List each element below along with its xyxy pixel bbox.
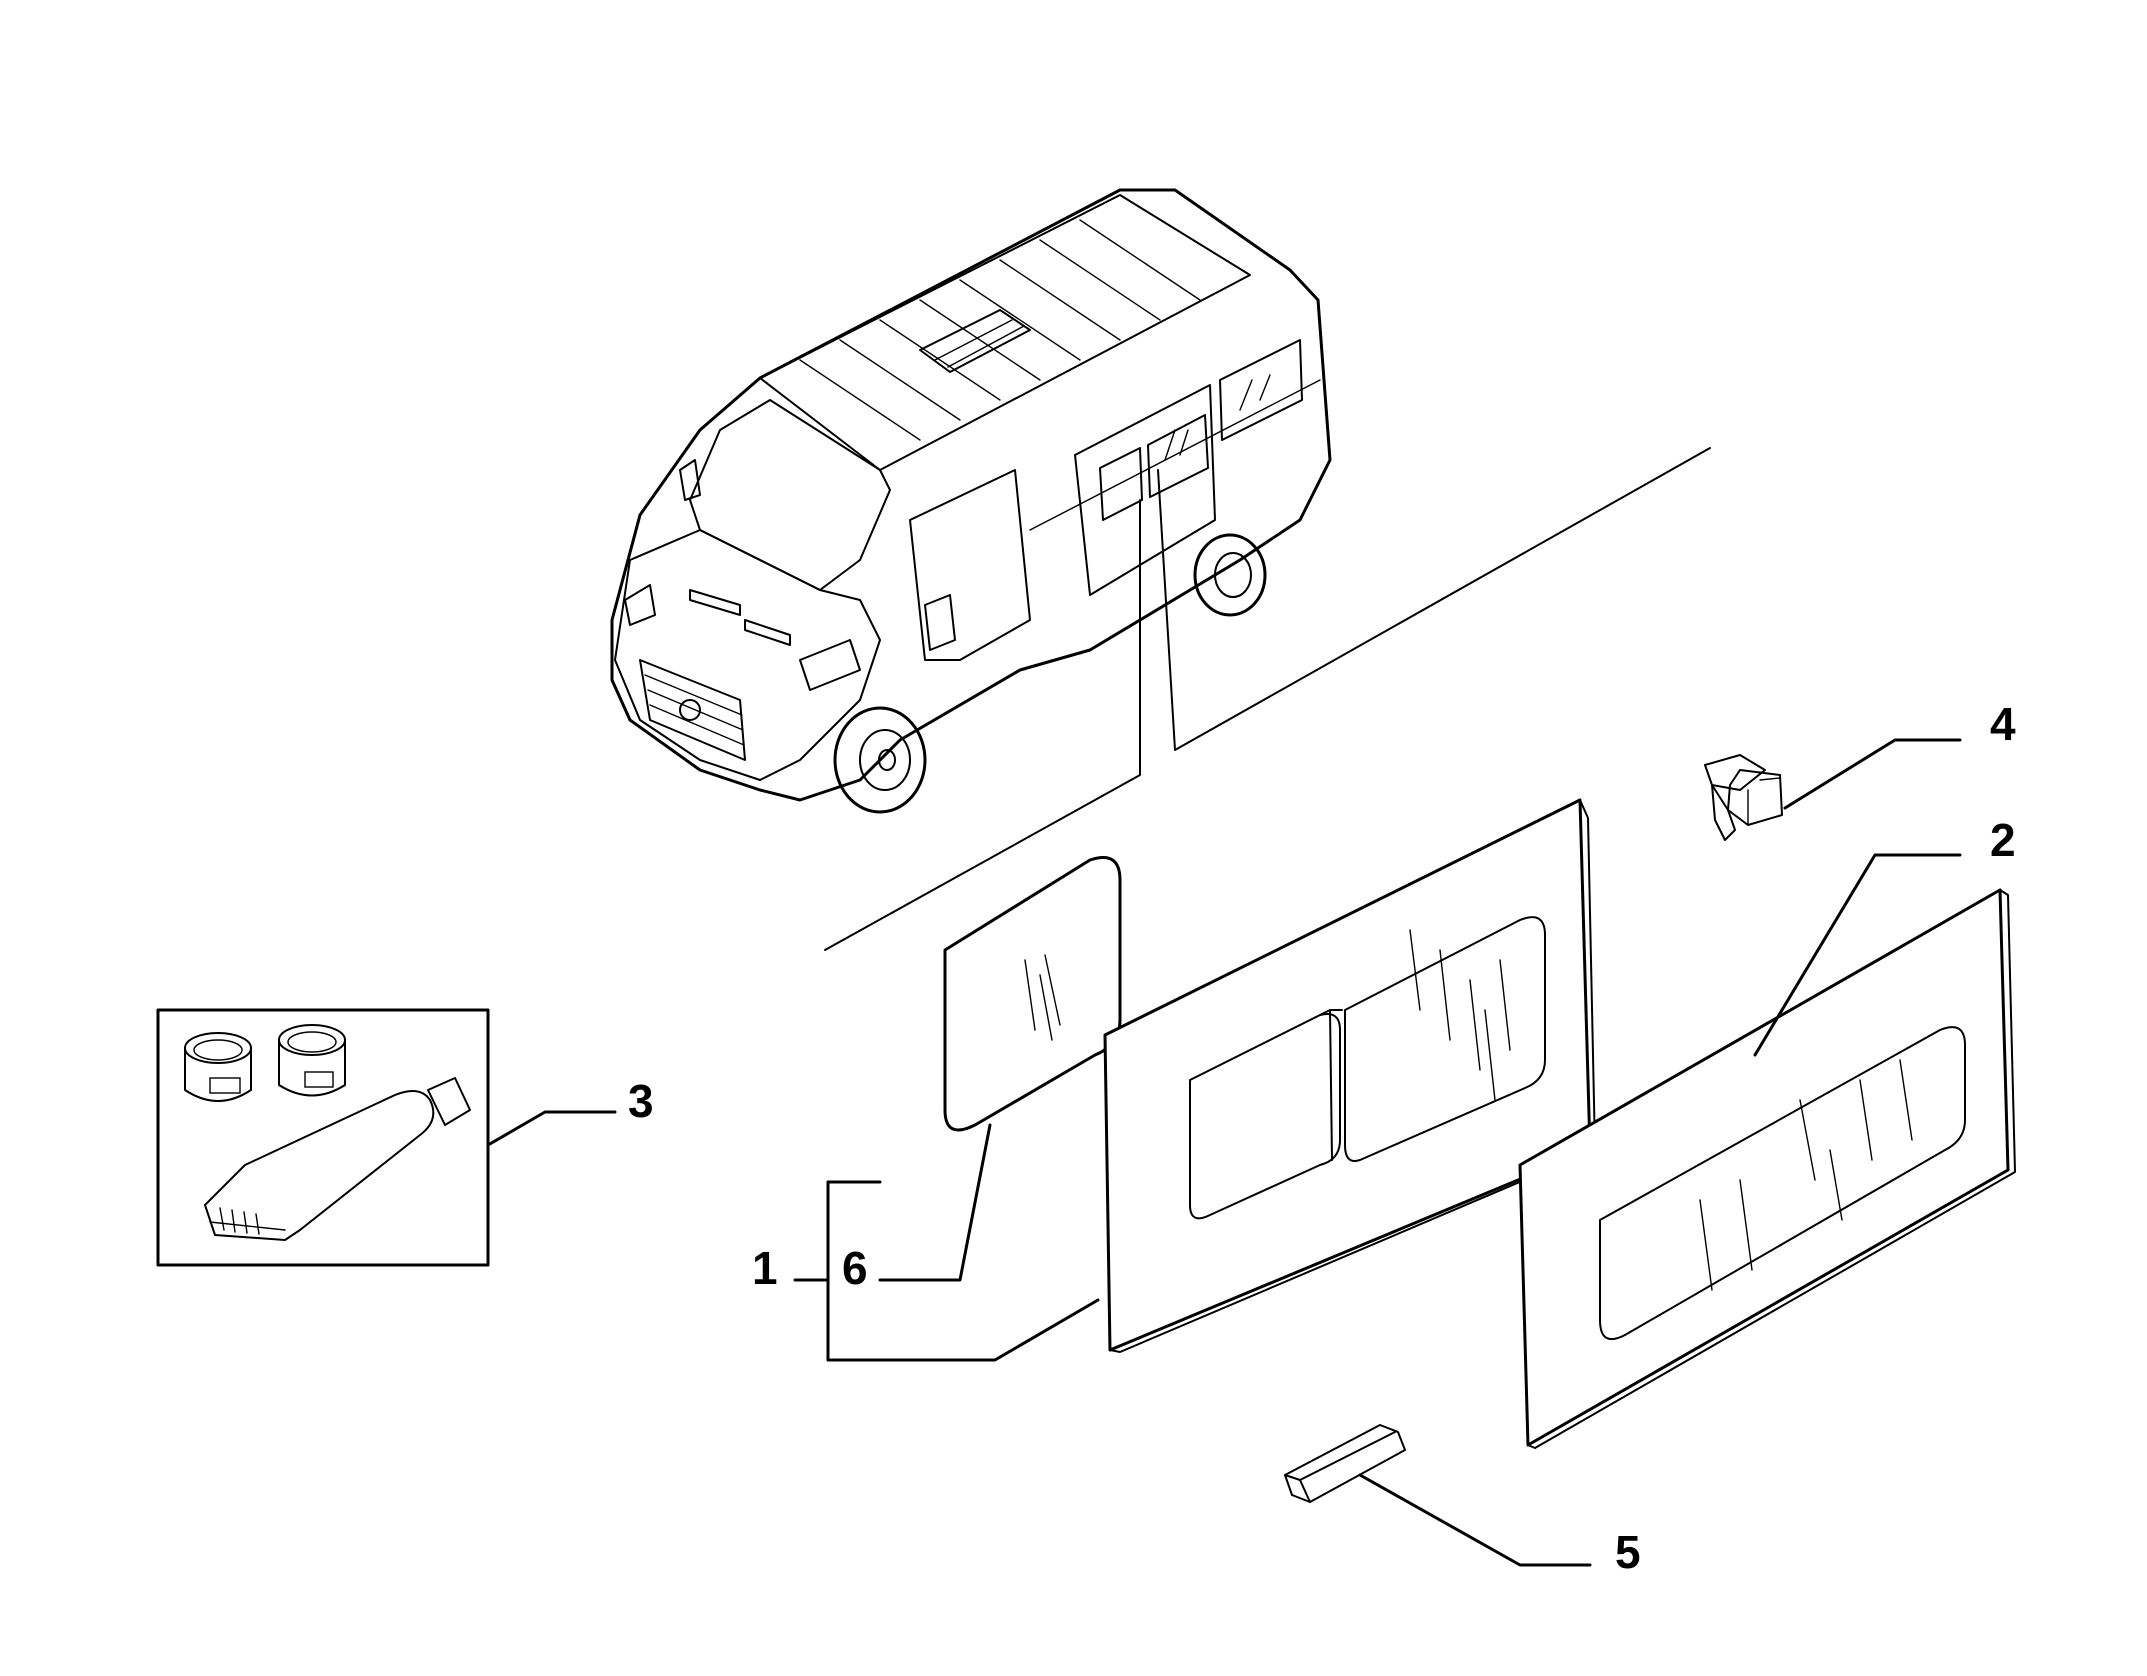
sliding-window-panel-icon [1103,798,1596,1353]
side-window-panel-icon [1518,888,2016,1449]
leader-line-1-bracket [826,1180,1100,1362]
leader-line-6 [878,1123,992,1282]
retaining-clip-icon [1704,754,1783,841]
callout-4: 4 [1990,698,2016,750]
leader-line-4 [1783,738,1962,810]
leader-line-2 [1753,853,1962,1057]
van-leader-line-2 [1157,447,1711,751]
van-leader-line [824,499,1141,951]
callout-1: 1 [752,1242,778,1294]
fixed-window-glass-icon [943,856,1122,1132]
leader-line-5 [1358,1473,1592,1567]
callout-3: 3 [628,1075,654,1127]
van-illustration-icon [610,188,1332,814]
adhesive-kit-icon [156,1008,490,1267]
leader-line-3 [486,1110,617,1147]
callout-2: 2 [1990,814,2016,866]
callout-6: 6 [842,1242,868,1294]
seal-block-icon [1284,1424,1406,1503]
callout-5: 5 [1615,1526,1641,1578]
